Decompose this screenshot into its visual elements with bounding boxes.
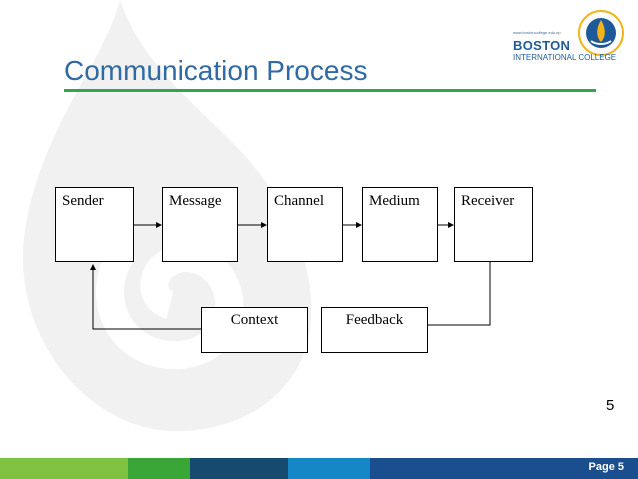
college-logo: www.bostoncollege.edu.np BOSTON INTERNAT… — [505, 8, 633, 66]
logo-subtitle: INTERNATIONAL COLLEGE — [513, 53, 617, 62]
box-receiver-label: Receiver — [461, 193, 515, 209]
footer-segment — [0, 458, 128, 479]
box-context-label: Context — [230, 312, 279, 328]
box-message-label: Message — [169, 193, 222, 209]
box-medium: Medium — [362, 187, 438, 262]
slide-number: 5 — [606, 397, 615, 414]
box-channel-label: Channel — [274, 193, 324, 209]
box-sender: Sender — [55, 187, 134, 262]
college-seal-icon — [578, 10, 624, 56]
box-feedback-label: Feedback — [345, 312, 404, 328]
box-receiver: Receiver — [454, 187, 533, 262]
footer-segment — [370, 458, 638, 479]
arrow-context-sender — [90, 264, 201, 330]
footer-segment — [128, 458, 190, 479]
logo-url: www.bostoncollege.edu.np — [513, 30, 561, 35]
box-context: Context — [201, 307, 308, 353]
slide-title: Communication Process — [64, 55, 368, 86]
footer-page-label: Page 5 — [588, 461, 624, 473]
box-medium-label: Medium — [369, 193, 420, 209]
footer-segment — [190, 458, 288, 479]
logo-name: BOSTON — [513, 38, 571, 53]
title-underline — [64, 89, 596, 92]
box-channel: Channel — [267, 187, 343, 262]
box-sender-label: Sender — [62, 193, 104, 209]
footer-bar — [0, 458, 638, 479]
box-feedback: Feedback — [321, 307, 428, 353]
box-message: Message — [162, 187, 238, 262]
footer-segment — [288, 458, 370, 479]
connector-receiver-feedback — [428, 262, 491, 326]
